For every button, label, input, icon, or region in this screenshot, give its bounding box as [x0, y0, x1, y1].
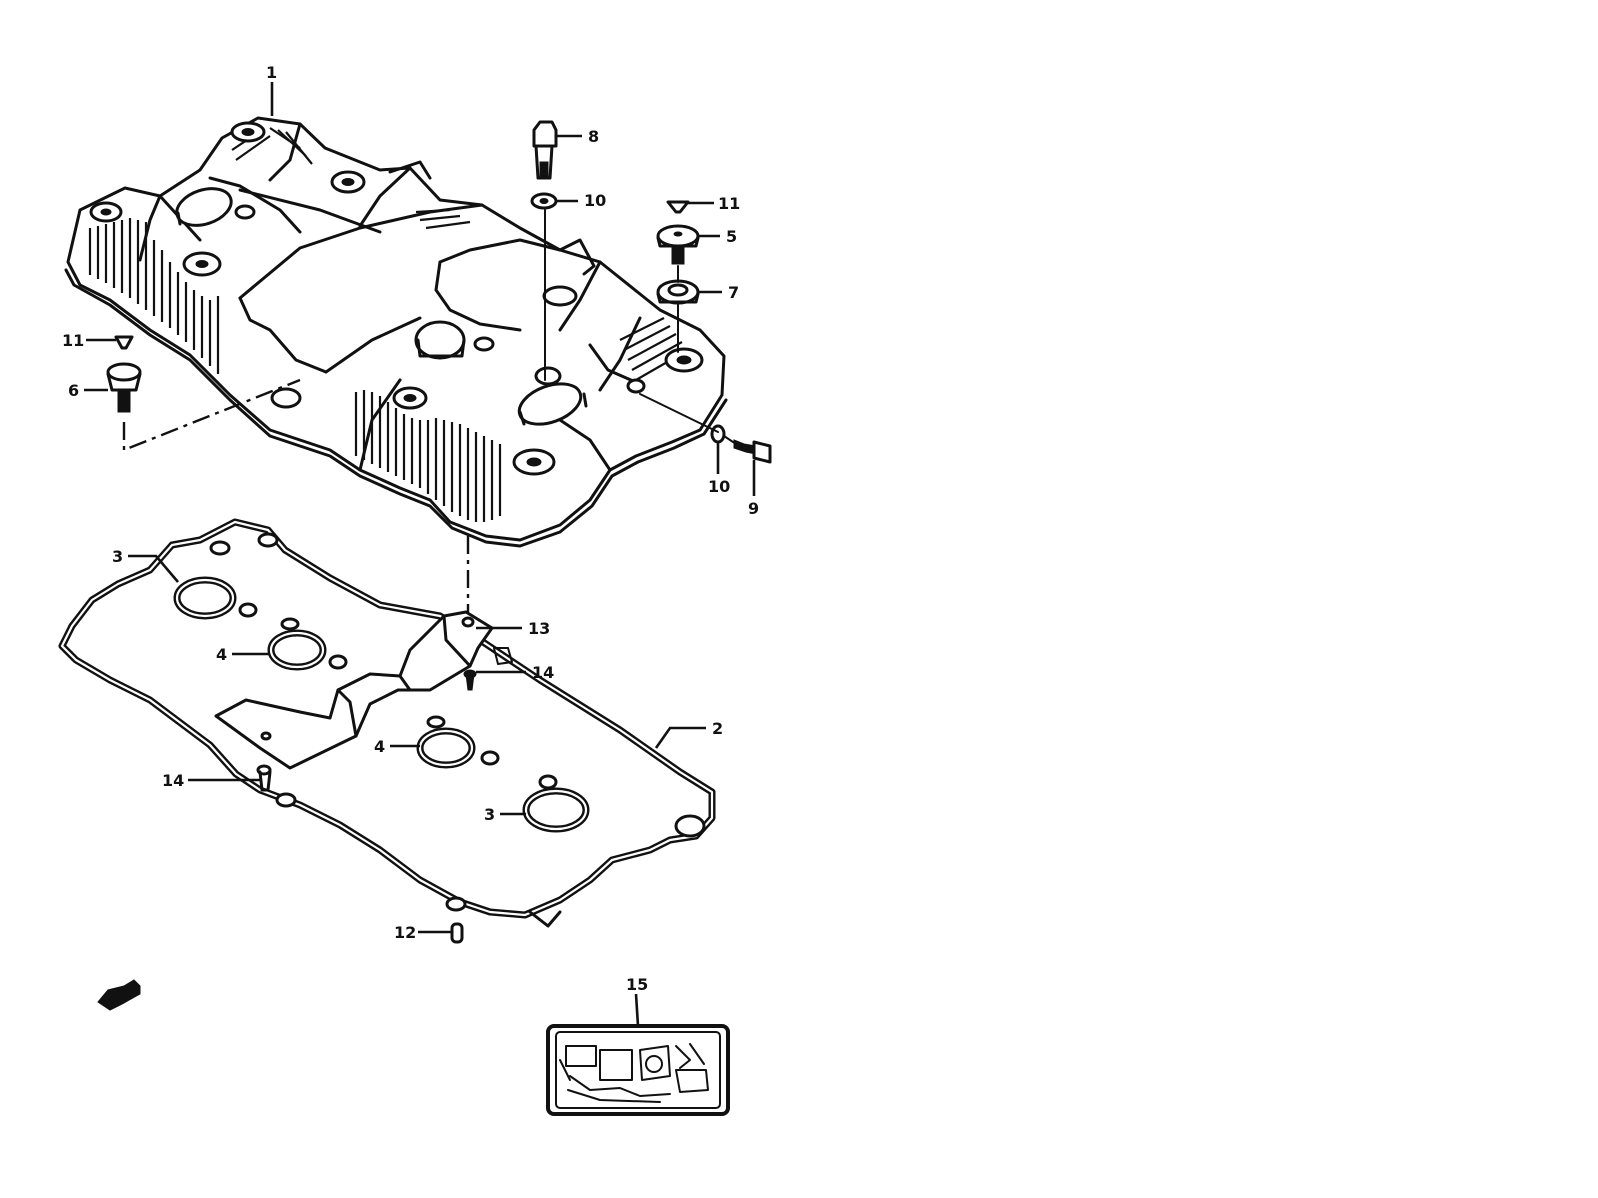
bolt-8 [532, 120, 558, 180]
callout-7: 7 [728, 283, 739, 302]
callout-10: 10 [708, 477, 730, 496]
washer-10-top [530, 192, 558, 210]
callout-12: 12 [394, 923, 416, 942]
bolt-5 [656, 224, 700, 265]
bracket-plate [214, 610, 494, 770]
callout-3: 3 [112, 547, 123, 566]
callout-1: 1 [266, 63, 277, 82]
callout-2: 2 [712, 719, 723, 738]
callout-15: 15 [626, 975, 648, 994]
plug-12 [450, 922, 464, 944]
callout-11: 11 [718, 194, 740, 213]
front-arrow-icon [97, 979, 141, 1011]
cover-gasket [58, 518, 716, 928]
callout-5: 5 [726, 227, 737, 246]
screw-14-upper [463, 647, 513, 691]
washer-10-right [710, 424, 726, 444]
callout-10: 10 [584, 191, 606, 210]
cover-bolt-holes [89, 121, 704, 476]
callout-4: 4 [216, 645, 227, 664]
assembly-lines [122, 209, 737, 612]
callout-9: 9 [748, 499, 759, 518]
leader-lines [84, 82, 756, 1027]
cap-11-left [114, 335, 134, 350]
callout-4: 4 [374, 737, 385, 756]
gasket-set-15 [546, 1024, 730, 1116]
plug-openings [175, 187, 588, 426]
callout-14: 14 [532, 663, 554, 682]
grommet-7 [656, 279, 700, 305]
cooling-fins-front [354, 390, 502, 522]
callout-6: 6 [68, 381, 79, 400]
bolt-9 [733, 439, 772, 464]
cap-11-top [666, 200, 690, 214]
callout-14: 14 [162, 771, 184, 790]
plug-seals [173, 576, 590, 833]
callout-3: 3 [484, 805, 495, 824]
callout-11: 11 [62, 331, 84, 350]
cooling-fins-left [88, 218, 220, 374]
cylinder-head-cover [64, 116, 728, 548]
callout-13: 13 [528, 619, 550, 638]
callout-labels: 1 8 10 11 5 7 11 6 10 9 3 4 13 14 2 4 14… [62, 63, 759, 994]
bolt-6 [106, 362, 142, 413]
callout-8: 8 [588, 127, 599, 146]
